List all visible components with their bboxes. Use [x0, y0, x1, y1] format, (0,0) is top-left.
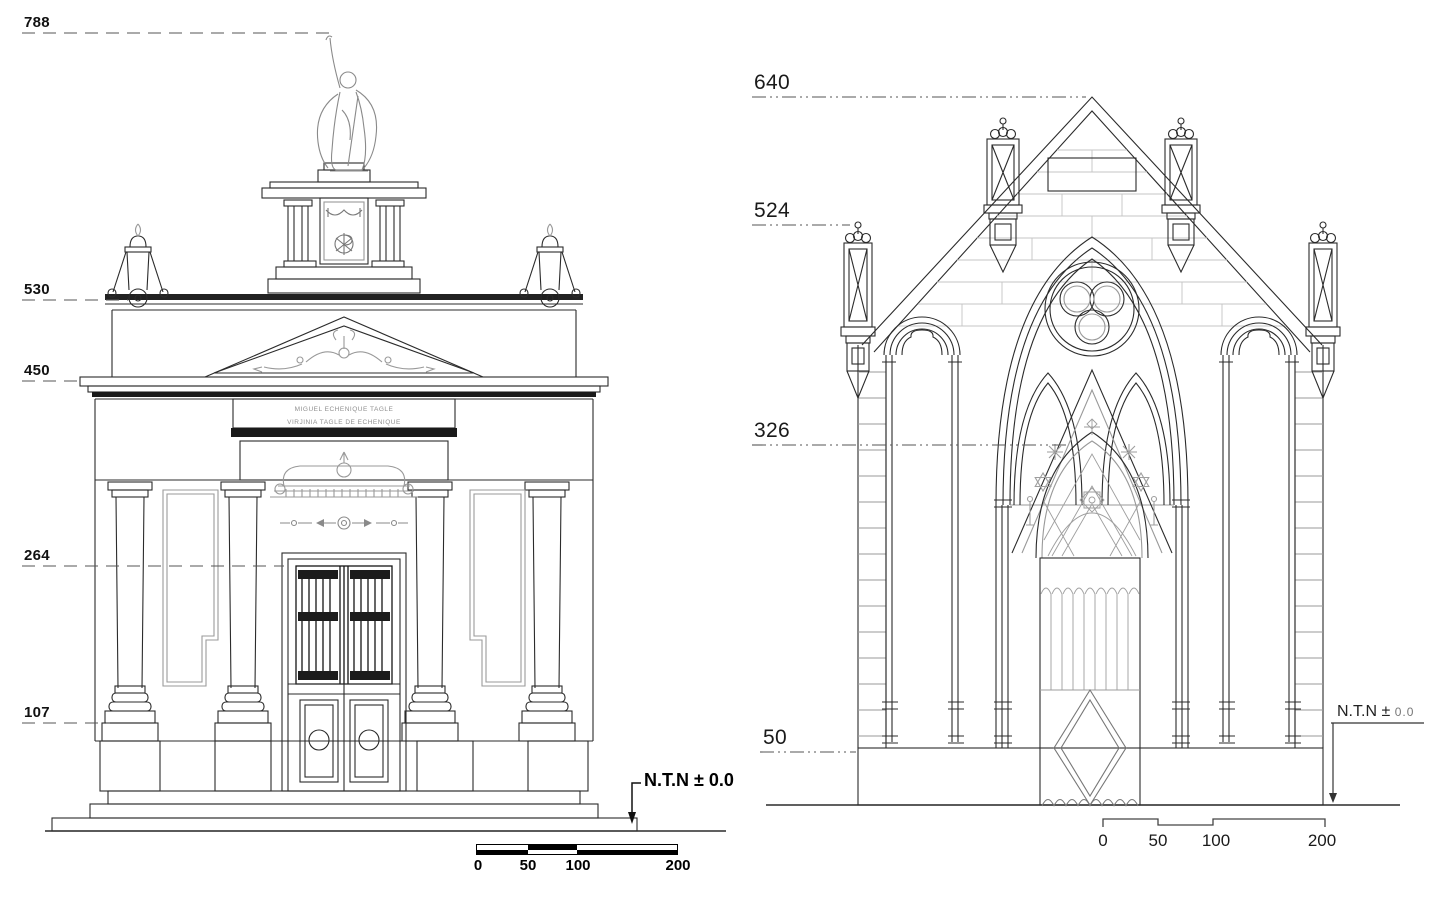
trefoil-window [1044, 261, 1140, 357]
scale-right-tick-100: 100 [1201, 831, 1231, 850]
dim-label-107: 107 [24, 704, 50, 721]
dimension-lines-left [22, 32, 330, 724]
dim-label-326: 326 [754, 419, 790, 442]
dim-label-450: 450 [24, 362, 50, 379]
corner-ashlar-blocks [858, 371, 1323, 737]
dim-label-524: 524 [754, 199, 790, 222]
plaque-line-1: MIGUEL ECHENIQUE TAGLE [294, 406, 394, 413]
scale-right-tick-0: 0 [1098, 831, 1108, 850]
chi-rho-symbol [325, 208, 363, 255]
plaque-line-2: VIRJINIA TAGLE DE ECHENIQUE [287, 419, 401, 426]
door-leaf-left [299, 699, 339, 783]
base-podium [857, 747, 1324, 806]
portal [994, 236, 1190, 807]
pediment-ornament [252, 329, 436, 373]
dim-label-788: 788 [24, 14, 50, 31]
dim-label-640: 640 [754, 71, 790, 94]
facade-walls [857, 345, 1324, 748]
side-wall-panels [162, 489, 526, 687]
datum-label-right: N.T.N ± 0.0 [1337, 703, 1414, 721]
door-grille [295, 565, 393, 685]
dim-label-530: 530 [24, 281, 50, 298]
dim-label-50: 50 [763, 726, 787, 749]
portal-ornaments [1026, 444, 1158, 526]
dimension-lines-right [752, 96, 1086, 753]
datum-marker-right [1329, 722, 1424, 803]
door-arch [1035, 431, 1149, 559]
gable-masonry-courses [898, 149, 1286, 327]
main-cornice [79, 376, 609, 400]
blind-arcade-left [882, 316, 964, 744]
door-leaf-right [349, 699, 389, 783]
gable [861, 96, 1323, 353]
pediment [204, 316, 484, 378]
blind-arcade-right [1219, 316, 1301, 744]
datum-label-left: N.T.N ± 0.0 [644, 770, 734, 790]
datum-label-right-prefix: N.T.N ± [1337, 703, 1391, 720]
memorial-plaque-text: MIGUEL ECHENIQUE TAGLE VIRJINIA TAGLE DE… [233, 403, 455, 429]
right-elevation-drawing [752, 96, 1424, 827]
scale-left-tick-100: 100 [565, 857, 591, 874]
angel-statue [316, 35, 378, 172]
gate-diamond-pattern [1041, 688, 1139, 807]
scale-left-tick-0: 0 [473, 857, 483, 874]
rose-tracery [1043, 418, 1141, 557]
door-crown-ornament [270, 451, 418, 498]
scale-bar-left [476, 844, 678, 855]
left-elevation-drawing [22, 32, 726, 832]
scale-right-tick-50: 50 [1148, 831, 1168, 850]
aedicule [261, 181, 427, 294]
scale-right-tick-200: 200 [1307, 831, 1337, 850]
entry-door [281, 552, 407, 792]
name-plaque-panel [231, 398, 457, 481]
frieze-ornament-row [280, 516, 408, 530]
entry-steps [51, 790, 638, 832]
scale-left-tick-200: 200 [665, 857, 691, 874]
datum-label-right-value: 0.0 [1394, 705, 1415, 719]
gable-plaque [1047, 157, 1137, 192]
datum-marker-left [628, 782, 641, 824]
upper-cornice [105, 294, 583, 311]
inner-gable [1011, 368, 1173, 554]
gate-door [1039, 557, 1141, 807]
scale-bar-right [1102, 818, 1326, 827]
scale-left-tick-50: 50 [519, 857, 537, 874]
dim-label-264: 264 [24, 547, 50, 564]
